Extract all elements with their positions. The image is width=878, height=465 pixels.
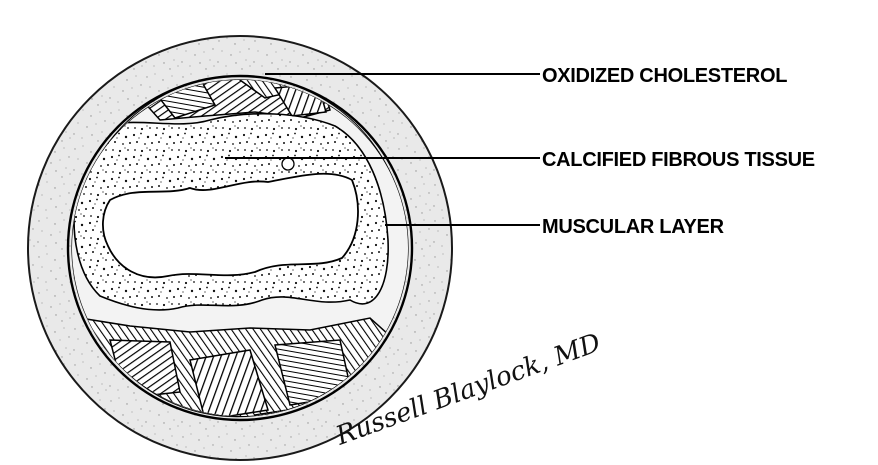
label-oxidized-cholesterol: OXIDIZED CHOLESTEROL	[542, 66, 787, 86]
label-calcified-fibrous-tissue: CALCIFIED FIBROUS TISSUE	[542, 150, 815, 170]
label-muscular-layer: MUSCULAR LAYER	[542, 217, 724, 237]
nodule	[282, 158, 294, 170]
